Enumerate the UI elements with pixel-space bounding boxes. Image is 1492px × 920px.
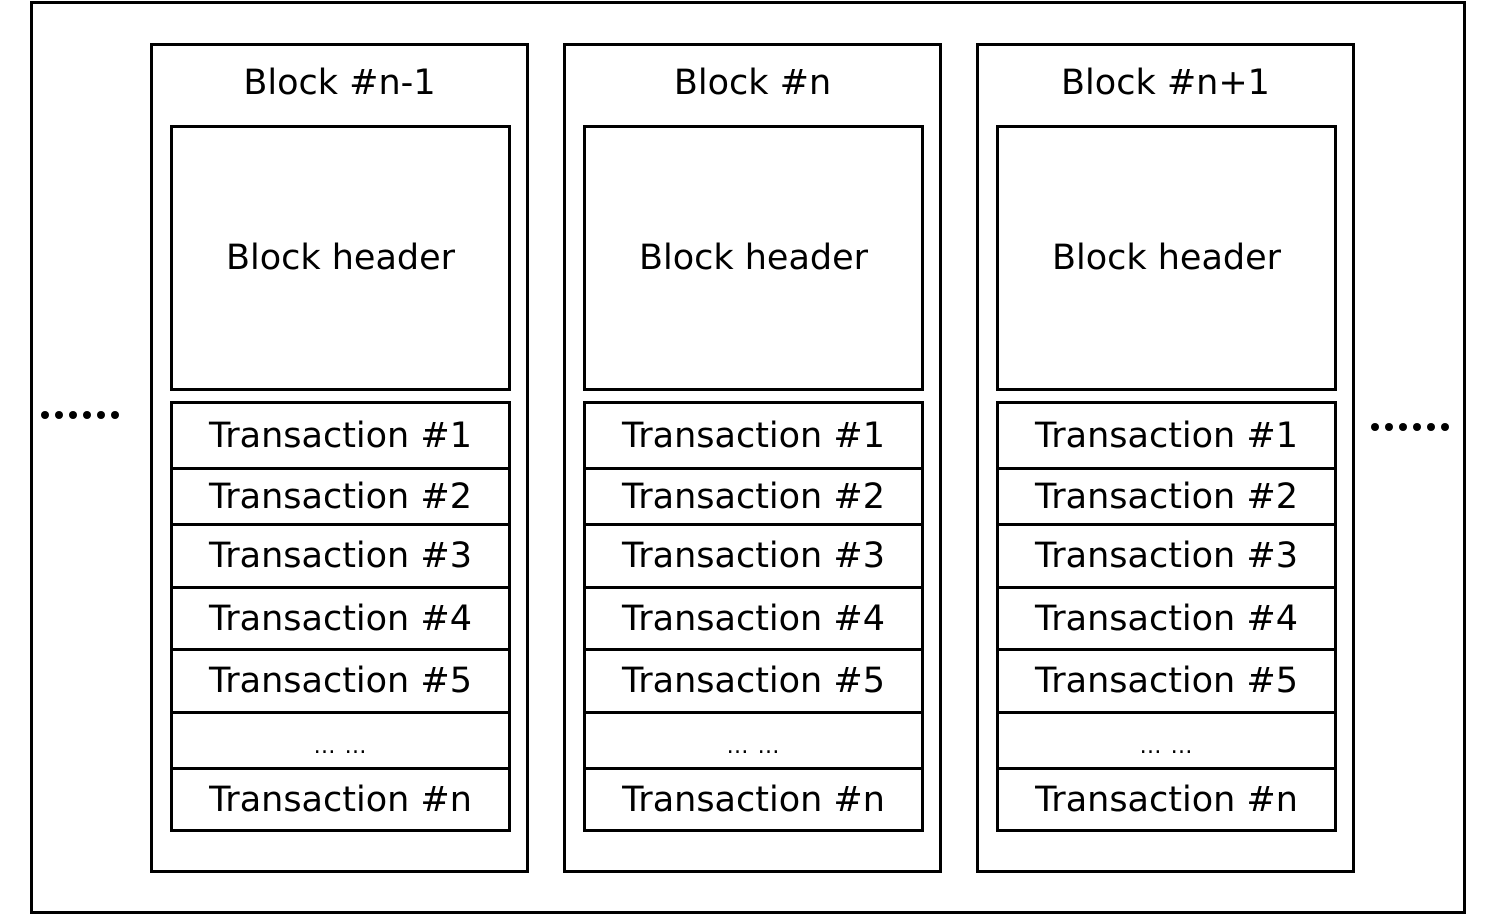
block-header-label: Block header	[1051, 238, 1282, 278]
right-continuation-dots	[1371, 423, 1449, 431]
transaction-list: Transaction #1 Transaction #2 Transactio…	[583, 401, 924, 832]
transaction-label: Transaction #3	[1035, 536, 1298, 576]
transaction-row: Transaction #2	[999, 467, 1334, 523]
transaction-row: Transaction #1	[999, 404, 1334, 467]
transaction-ellipsis-row: … …	[999, 711, 1334, 767]
block-header-box: Block header	[996, 125, 1337, 391]
transaction-label: Transaction #2	[1035, 476, 1298, 517]
transaction-row: Transaction #1	[173, 404, 508, 467]
block-title: Block #n-1	[243, 63, 436, 103]
block-n-plus-1: Block #n+1 Block header Transaction #1 T…	[976, 43, 1355, 873]
transaction-row: Transaction #4	[173, 586, 508, 648]
transaction-label: Transaction #4	[209, 598, 472, 639]
transaction-label: Transaction #4	[1035, 598, 1298, 639]
transaction-row: Transaction #2	[586, 467, 921, 523]
block-n: Block #n Block header Transaction #1 Tra…	[563, 43, 942, 873]
transaction-label: Transaction #1	[1035, 415, 1298, 456]
transaction-row: Transaction #2	[173, 467, 508, 523]
block-title: Block #n	[673, 63, 832, 103]
transaction-list: Transaction #1 Transaction #2 Transactio…	[170, 401, 511, 832]
transaction-label: Transaction #4	[622, 598, 885, 639]
block-header-box: Block header	[170, 125, 511, 391]
transaction-label: Transaction #5	[622, 661, 885, 701]
transaction-row: Transaction #n	[586, 767, 921, 829]
transaction-label: Transaction #5	[209, 661, 472, 701]
transaction-label: Transaction #3	[209, 536, 472, 576]
transaction-ellipsis: … …	[313, 733, 368, 759]
left-continuation-dots	[41, 411, 119, 419]
block-header-box: Block header	[583, 125, 924, 391]
transaction-ellipsis-row: … …	[586, 711, 921, 767]
transaction-row: Transaction #1	[586, 404, 921, 467]
transaction-row: Transaction #4	[586, 586, 921, 648]
transaction-label: Transaction #n	[1035, 779, 1298, 820]
transaction-row: Transaction #3	[586, 523, 921, 586]
transaction-ellipsis: … …	[726, 733, 781, 759]
transaction-label: Transaction #1	[209, 415, 472, 456]
transaction-row: Transaction #n	[999, 767, 1334, 829]
transaction-label: Transaction #n	[209, 779, 472, 820]
diagram-frame: Block #n-1 Block header Transaction #1 T…	[30, 1, 1466, 914]
transaction-label: Transaction #2	[622, 476, 885, 517]
transaction-ellipsis: … …	[1139, 733, 1194, 759]
transaction-list: Transaction #1 Transaction #2 Transactio…	[996, 401, 1337, 832]
transaction-label: Transaction #1	[622, 415, 885, 456]
transaction-row: Transaction #5	[999, 648, 1334, 711]
transaction-row: Transaction #4	[999, 586, 1334, 648]
transaction-label: Transaction #n	[622, 779, 885, 820]
block-header-label: Block header	[638, 238, 869, 278]
transaction-label: Transaction #5	[1035, 661, 1298, 701]
transaction-label: Transaction #2	[209, 476, 472, 517]
transaction-row: Transaction #5	[173, 648, 508, 711]
transaction-row: Transaction #n	[173, 767, 508, 829]
block-header-label: Block header	[225, 238, 456, 278]
transaction-row: Transaction #5	[586, 648, 921, 711]
transaction-row: Transaction #3	[999, 523, 1334, 586]
transaction-label: Transaction #3	[622, 536, 885, 576]
block-title: Block #n+1	[1061, 63, 1270, 103]
block-n-minus-1: Block #n-1 Block header Transaction #1 T…	[150, 43, 529, 873]
transaction-row: Transaction #3	[173, 523, 508, 586]
transaction-ellipsis-row: … …	[173, 711, 508, 767]
